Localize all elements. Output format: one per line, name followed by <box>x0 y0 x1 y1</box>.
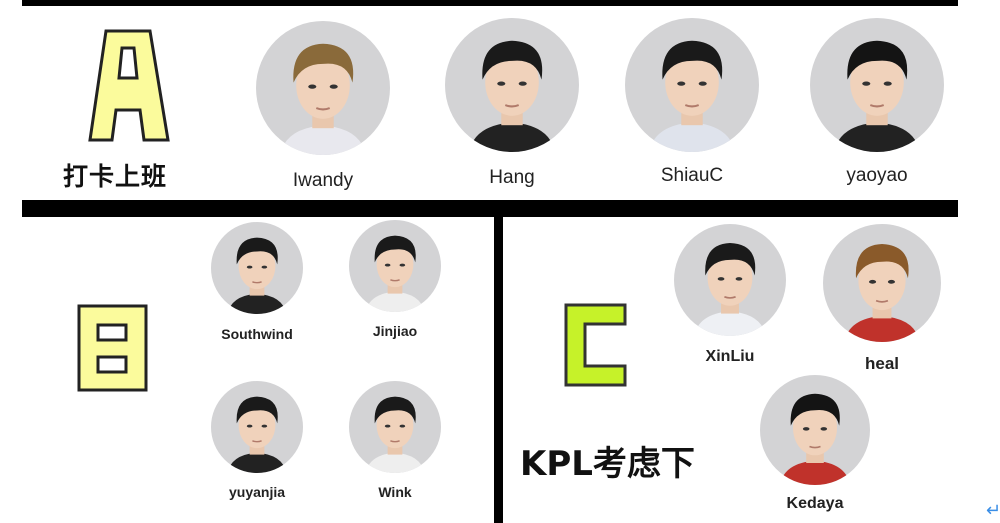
return-mark: ↵ <box>986 500 1000 520</box>
player-avatar <box>810 18 944 152</box>
player-name: yuyanjia <box>228 484 286 500</box>
player-avatar <box>625 18 759 152</box>
player-name: ShiauC <box>660 165 724 186</box>
player-name: XinLiu <box>705 348 755 365</box>
tier-a-letter <box>78 28 178 146</box>
player-avatar <box>823 224 941 342</box>
player-avatar <box>760 375 870 485</box>
player-name: yaoyao <box>846 165 908 186</box>
player-name: Iwandy <box>292 170 354 191</box>
player-name: Wink <box>378 484 412 500</box>
player-avatar <box>445 18 579 152</box>
tier-c-caption: KPL考虑下 <box>520 444 695 484</box>
player-avatar <box>674 224 786 336</box>
player-avatar <box>211 381 303 473</box>
player-avatar <box>349 381 441 473</box>
player-avatar <box>256 21 390 155</box>
tier-a-divider <box>22 200 958 217</box>
tier-b-c-divider <box>494 217 503 523</box>
player-name: Southwind <box>221 326 293 342</box>
player-name: Jinjiao <box>372 323 418 339</box>
player-name: Hang <box>489 167 535 188</box>
player-name: heal <box>864 354 900 373</box>
player-avatar <box>349 220 441 312</box>
player-name: Kedaya <box>786 495 844 512</box>
top-border <box>22 0 958 6</box>
tier-c-letter <box>563 302 629 391</box>
tier-a-caption: 打卡上班 <box>63 162 168 191</box>
player-avatar <box>211 222 303 314</box>
tier-b-letter <box>76 303 151 396</box>
